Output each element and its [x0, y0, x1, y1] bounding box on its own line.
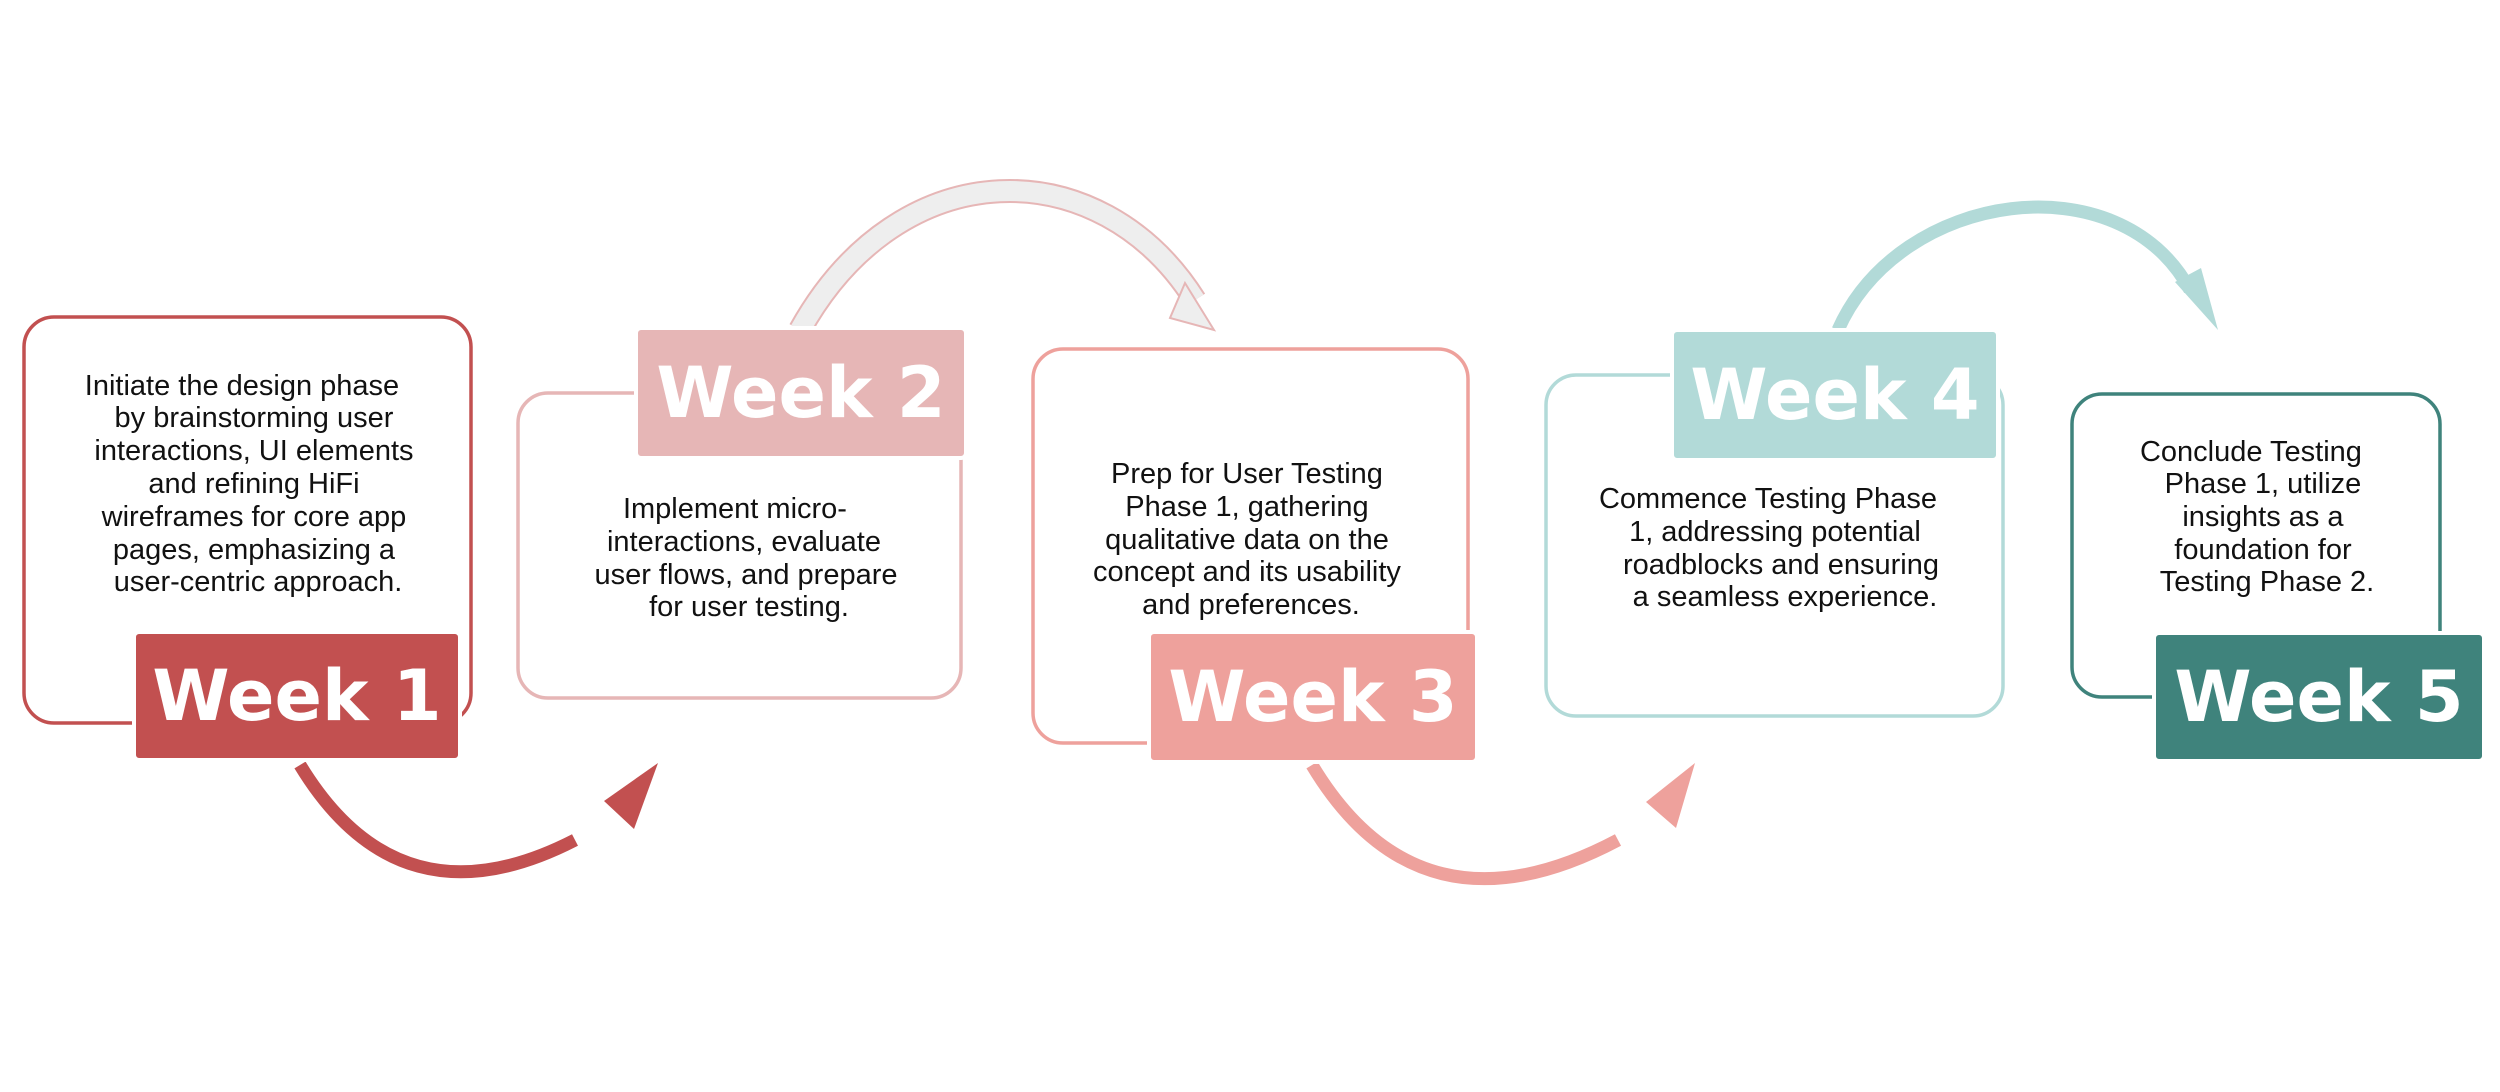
step-label-box-week3	[1147, 630, 1479, 764]
arrow-week4-to-week5	[1832, 200, 2218, 333]
step-label-week4: Week 4	[1690, 354, 1979, 436]
arrow-week2-to-week3	[789, 179, 1217, 336]
step-label-week5: Week 5	[2174, 656, 2463, 738]
step-week2: Implement micro- interactions, evaluate …	[516, 326, 968, 700]
step-description-week4: Commence Testing Phase 1, addressing pot…	[1599, 483, 1947, 613]
arrow-week3-to-week4	[1306, 761, 1695, 886]
step-label-box-week2	[634, 326, 968, 460]
step-label-box-week1	[132, 630, 462, 762]
step-label-week1: Week 1	[152, 655, 441, 737]
step-week1: Initiate the design phase by brainstormi…	[22, 315, 473, 762]
step-label-box-week5	[2152, 631, 2486, 763]
step-description-week3: Prep for User Testing Phase 1, gathering…	[1093, 458, 1409, 621]
step-description-week1: Initiate the design phase by brainstormi…	[85, 370, 422, 598]
step-week4: Commence Testing Phase 1, addressing pot…	[1544, 328, 2005, 718]
step-description-week2: Implement micro- interactions, evaluate …	[594, 493, 905, 623]
step-week3: Prep for User Testing Phase 1, gathering…	[1031, 347, 1479, 764]
step-label-week3: Week 3	[1168, 656, 1457, 738]
step-week5: Conclude Testing Phase 1, utilize insigh…	[2070, 392, 2486, 763]
arrow-week1-to-week2	[294, 761, 658, 879]
step-label-week2: Week 2	[656, 352, 945, 434]
step-label-box-week4	[1670, 328, 2000, 462]
step-description-week5: Conclude Testing Phase 1, utilize insigh…	[2140, 436, 2374, 598]
